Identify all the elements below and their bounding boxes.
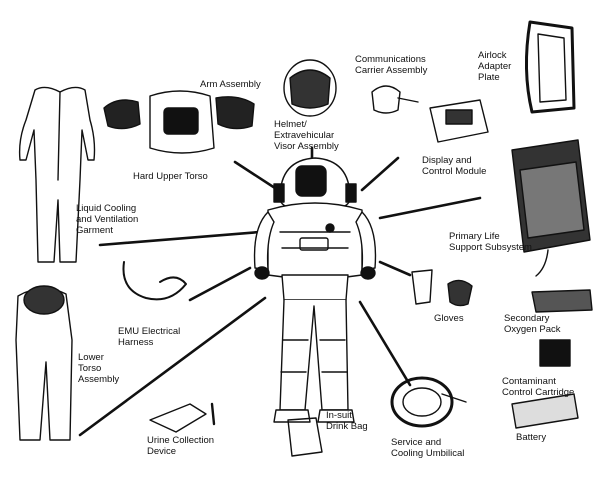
label-contaminant-cartridge: Contaminant Control Cartridge [502, 376, 575, 398]
helmet-drawing [283, 59, 337, 117]
label-arm-assembly: Arm Assembly [200, 79, 261, 90]
gloves-drawing [411, 269, 473, 307]
label-display-control: Display and Control Module [422, 155, 487, 177]
label-primary-life-support: Primary Life Support Subsystem [449, 231, 532, 253]
umbilical-drawing [390, 376, 467, 428]
display-module-drawing [429, 99, 489, 143]
label-hard-upper-torso: Hard Upper Torso [133, 171, 208, 182]
label-communications-carrier: Communications Carrier Assembly [355, 54, 428, 76]
oxygen-pack-drawing [531, 289, 593, 313]
comms-cap-drawing [371, 85, 419, 114]
harness-drawing [122, 261, 187, 301]
cooling-garment-drawing [18, 86, 96, 263]
drink-bag-drawing [287, 417, 323, 457]
label-lower-torso: Lower Torso Assembly [78, 352, 120, 385]
arm-torso-drawing [103, 90, 255, 154]
label-drink-bag: In-suit Drink Bag [326, 410, 368, 432]
ucd-drawing [149, 402, 216, 433]
cartridge-drawing [539, 339, 571, 367]
label-helmet: Helmet/ Extravehicular Visor Assembly [274, 119, 339, 152]
leader-lines [78, 146, 482, 437]
label-emu-harness: EMU Electrical Harness [118, 326, 181, 348]
airlock-plate-drawing [524, 20, 576, 114]
label-secondary-oxygen: Secondary Oxygen Pack [504, 313, 561, 335]
battery-drawing [511, 393, 579, 429]
label-gloves: Gloves [434, 313, 464, 324]
astronaut-figure [253, 157, 377, 423]
label-urine-collection: Urine Collection Device [147, 435, 215, 457]
label-liquid-cooling: Liquid Cooling and Ventilation Garment [76, 203, 139, 236]
label-service-umbilical: Service and Cooling Umbilical [391, 437, 465, 459]
label-battery: Battery [516, 432, 547, 443]
label-airlock-adapter: Airlock Adapter Plate [478, 50, 512, 83]
backpack-drawing [511, 139, 591, 277]
lower-torso-drawing [15, 285, 73, 441]
